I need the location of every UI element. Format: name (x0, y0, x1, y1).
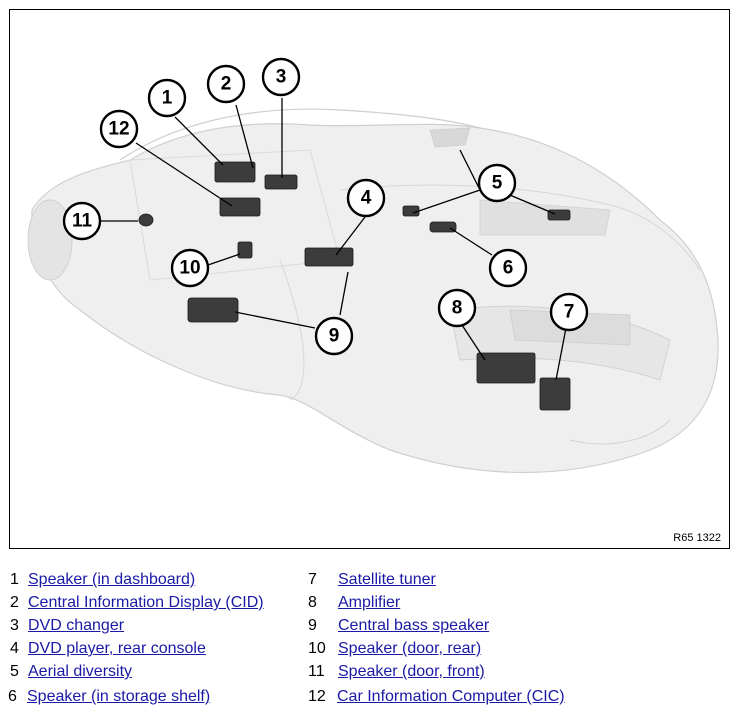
callout-3: 3 (261, 57, 301, 97)
legend-number: 7 (308, 571, 317, 588)
legend-link-cid[interactable]: Central Information Display (CID) (28, 594, 264, 611)
car-diagram: 1 2 3 12 11 4 5 6 10 9 8 7 (27, 57, 719, 474)
satellite-tuner-part (539, 377, 571, 411)
bass-speaker-part (187, 297, 239, 323)
svg-text:2: 2 (221, 74, 232, 95)
figure-reference-code: R65 1322 (673, 532, 721, 544)
dvd-player-part (304, 247, 354, 267)
legend-item-2: 2 Central Information Display (CID) (10, 593, 264, 613)
svg-text:11: 11 (72, 211, 93, 232)
svg-text:1: 1 (162, 88, 173, 109)
legend-item-1: 1 Speaker (in dashboard) (10, 570, 195, 590)
legend-link-speaker-door-front[interactable]: Speaker (door, front) (338, 663, 485, 680)
legend-item-8: 8 Amplifier (308, 593, 400, 613)
leader-lines (98, 98, 567, 381)
legend-link-speaker-door-rear[interactable]: Speaker (door, rear) (338, 640, 482, 657)
legend-item-3: 3 DVD changer (10, 616, 124, 636)
car-body-outline (27, 108, 719, 474)
legend-item-10: 10 Speaker (door, rear) (308, 639, 481, 659)
svg-text:5: 5 (492, 173, 503, 194)
legend-item-9: 9 Central bass speaker (308, 616, 489, 636)
svg-text:3: 3 (276, 67, 287, 88)
dvd-changer-part (264, 174, 298, 190)
legend-number: 4 (10, 640, 19, 657)
callout-11: 11 (62, 201, 102, 241)
callout-12: 12 (99, 109, 139, 149)
legend-number: 6 (8, 688, 17, 705)
svg-text:10: 10 (179, 258, 200, 279)
callout-2: 2 (206, 64, 246, 104)
cic-part (219, 197, 261, 217)
legend-link-amplifier[interactable]: Amplifier (338, 594, 401, 611)
callout-4: 4 (346, 178, 386, 218)
door-rear-speaker-part (237, 241, 253, 259)
legend-item-12: 12 Car Information Computer (CIC) (308, 687, 565, 707)
legend: 1 Speaker (in dashboard) 2 Central Informa… (0, 566, 741, 716)
legend-number: 2 (10, 594, 19, 611)
legend-item-4: 4 DVD player, rear console (10, 639, 206, 659)
legend-number: 5 (10, 663, 19, 680)
svg-text:4: 4 (361, 188, 372, 209)
legend-number: 10 (308, 640, 326, 657)
svg-text:12: 12 (108, 119, 129, 140)
legend-link-speaker-dashboard[interactable]: Speaker (in dashboard) (28, 571, 196, 588)
amplifier-part (476, 352, 536, 384)
callouts: 1 2 3 12 11 4 5 6 10 9 8 7 (62, 57, 589, 356)
legend-number: 9 (308, 617, 317, 634)
callout-5: 5 (477, 163, 517, 203)
legend-number: 3 (10, 617, 19, 634)
components (138, 161, 571, 411)
svg-text:8: 8 (452, 298, 463, 319)
legend-item-11: 11 Speaker (door, front) (308, 662, 485, 682)
door-front-speaker-part (138, 213, 154, 227)
legend-link-central-bass-speaker[interactable]: Central bass speaker (338, 617, 490, 634)
callout-10: 10 (170, 248, 210, 288)
legend-link-satellite-tuner[interactable]: Satellite tuner (338, 571, 436, 588)
car-diagram-frame: 1 2 3 12 11 4 5 6 10 9 8 7 R65 1322 (9, 9, 730, 549)
callout-6: 6 (488, 248, 528, 288)
legend-number: 8 (308, 594, 317, 611)
legend-item-5: 5 Aerial diversity (10, 662, 132, 682)
cid-display-part (214, 161, 256, 183)
storage-shelf-speaker-part (429, 221, 457, 233)
aerial-part-rear (547, 209, 571, 221)
legend-link-speaker-storage-shelf[interactable]: Speaker (in storage shelf) (27, 688, 211, 705)
legend-link-dvd-player[interactable]: DVD player, rear console (28, 640, 206, 657)
callout-8: 8 (437, 288, 477, 328)
legend-number: 12 (308, 688, 326, 705)
callout-9: 9 (314, 316, 354, 356)
legend-item-7: 7 Satellite tuner (308, 570, 436, 590)
aerial-part (402, 205, 420, 217)
svg-text:7: 7 (564, 302, 575, 323)
legend-link-aerial-diversity[interactable]: Aerial diversity (28, 663, 133, 680)
svg-text:6: 6 (503, 258, 514, 279)
legend-link-cic[interactable]: Car Information Computer (CIC) (337, 688, 565, 705)
legend-number: 1 (10, 571, 19, 588)
legend-item-6: 6 Speaker (in storage shelf) (8, 687, 210, 707)
legend-number: 11 (308, 663, 325, 680)
callout-7: 7 (549, 292, 589, 332)
callout-1: 1 (147, 78, 187, 118)
legend-link-dvd-changer[interactable]: DVD changer (28, 617, 125, 634)
svg-text:9: 9 (329, 326, 340, 347)
